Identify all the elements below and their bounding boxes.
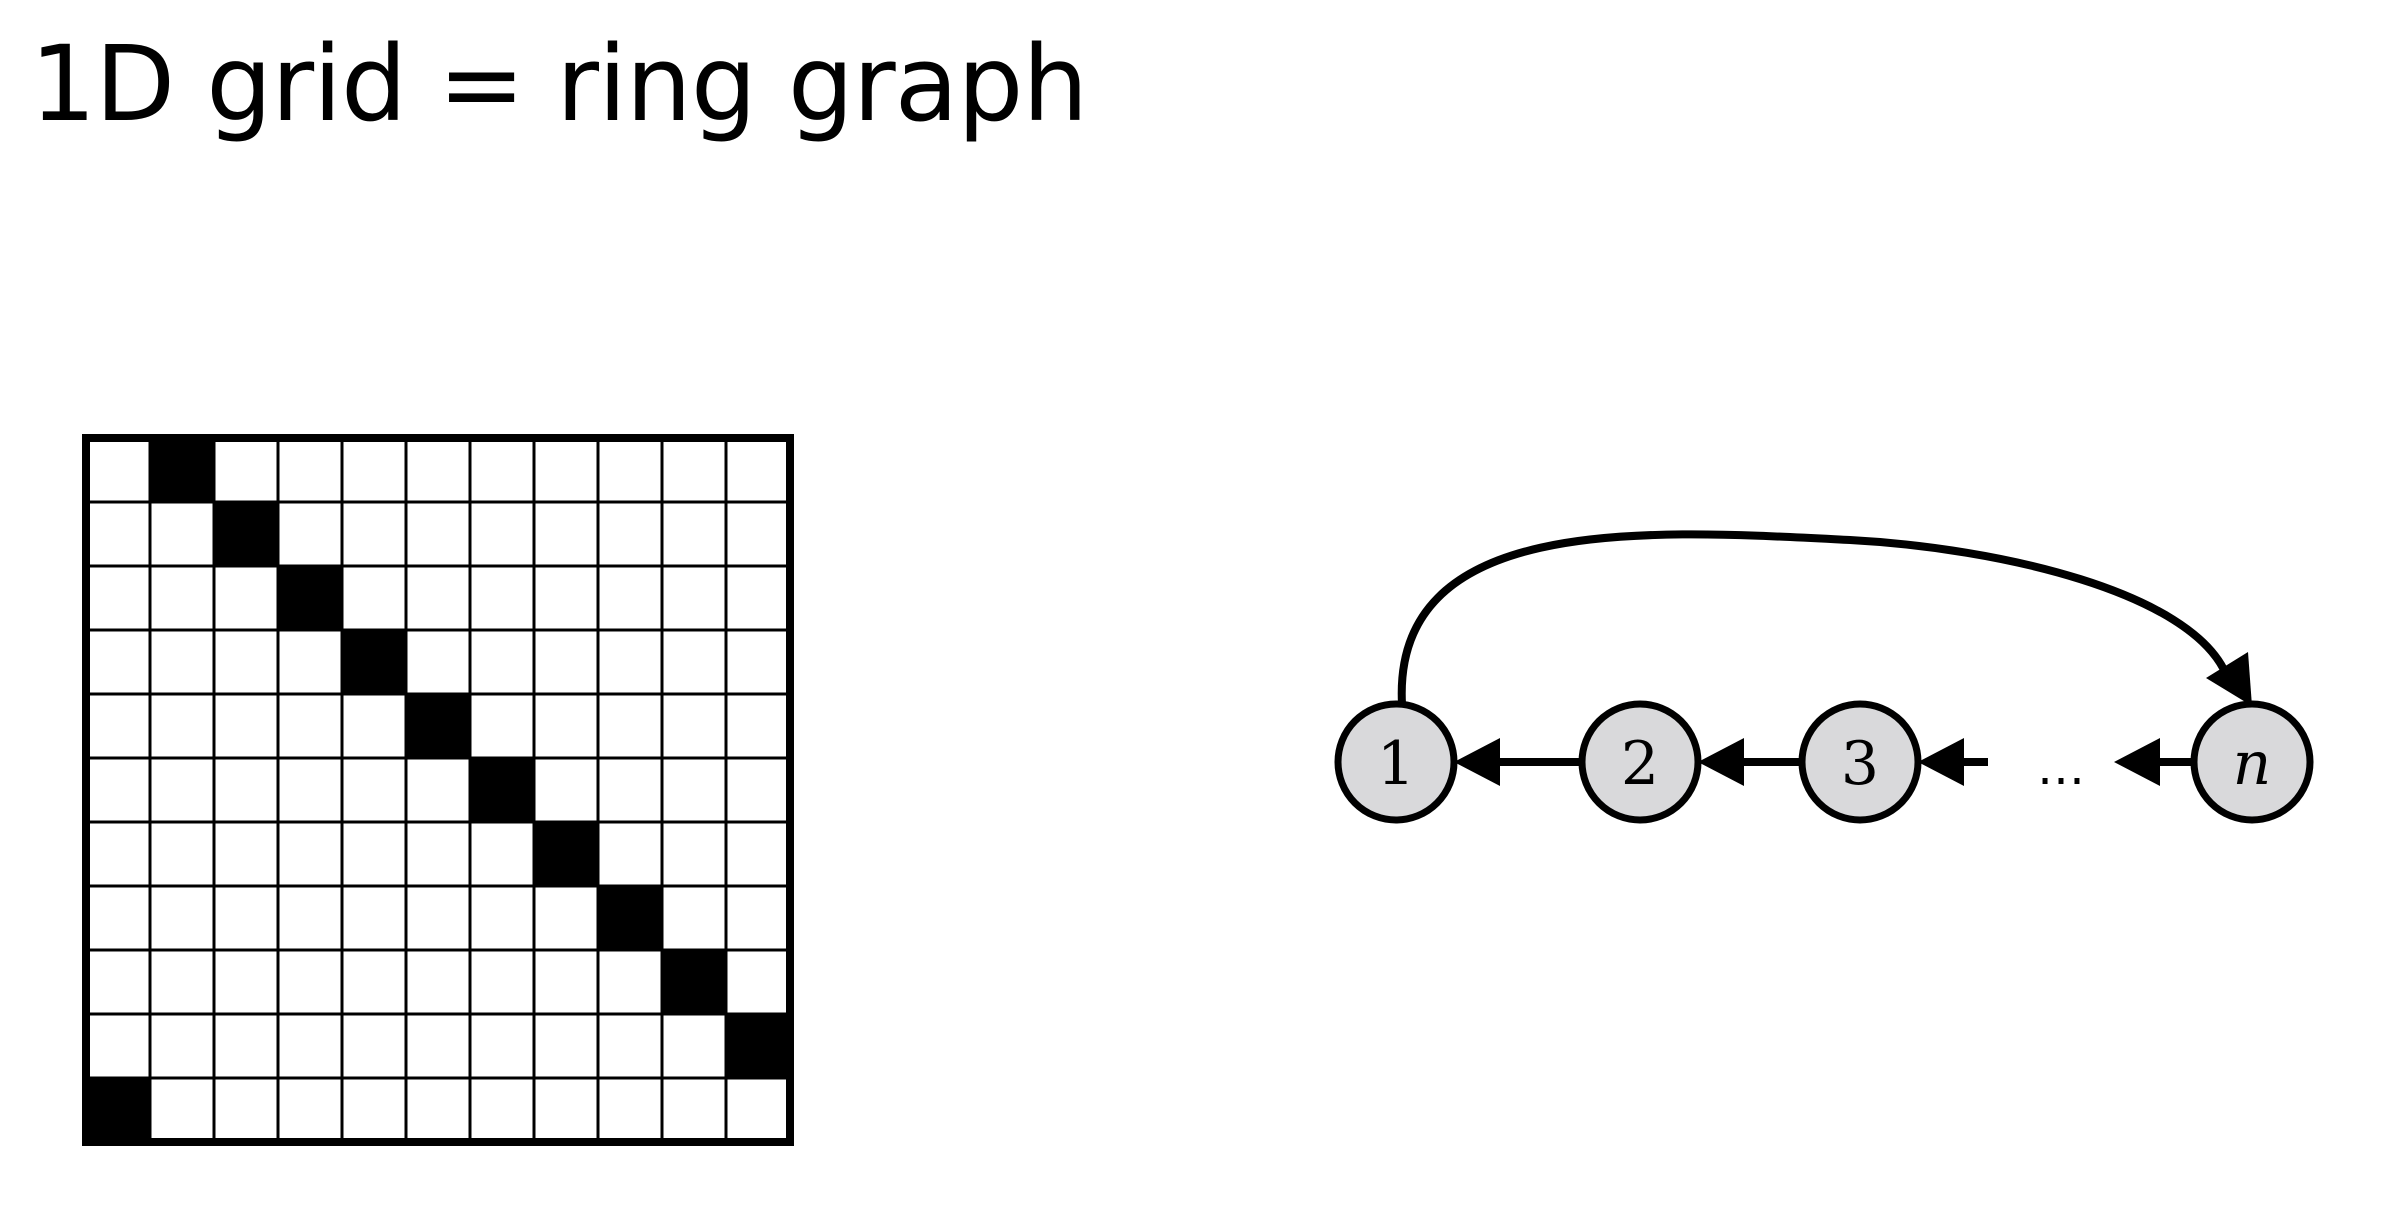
matrix-cell — [532, 948, 600, 1016]
graph-node-1: 1 — [1334, 700, 1458, 824]
matrix-cell — [660, 500, 728, 568]
matrix-cell — [212, 564, 280, 632]
matrix-cell — [660, 1012, 728, 1080]
matrix-cell — [148, 884, 216, 952]
matrix-cell — [84, 436, 152, 504]
matrix-cell — [276, 692, 344, 760]
matrix-cell — [148, 1012, 216, 1080]
node-circle — [1578, 700, 1702, 824]
slide-title: 1D grid = ring graph — [30, 23, 1088, 145]
matrix-cell — [596, 1012, 664, 1080]
matrix-cell — [724, 948, 792, 1016]
matrix-cell — [340, 500, 408, 568]
matrix-cell — [660, 628, 728, 696]
matrix-cell — [596, 756, 664, 824]
matrix-cell — [212, 436, 280, 504]
matrix-cell-filled — [404, 692, 472, 760]
node-circle — [1334, 700, 1458, 824]
matrix-cell-filled — [596, 884, 664, 952]
matrix-cell — [404, 500, 472, 568]
matrix-cell — [724, 692, 792, 760]
node-label: 2 — [1621, 729, 1659, 799]
edge-arrowhead — [2114, 738, 2160, 786]
node-circle — [1798, 700, 1922, 824]
graph-edges: … — [1397, 530, 2252, 796]
edge-curve — [1397, 530, 2230, 705]
matrix-cell — [404, 628, 472, 696]
adjacency-matrix — [82, 434, 794, 1146]
matrix-cell — [660, 756, 728, 824]
graph-node-2: 2 — [1578, 700, 1702, 824]
matrix-cells — [84, 436, 792, 1144]
graph-node-3: 3 — [1798, 700, 1922, 824]
matrix-cell — [404, 820, 472, 888]
matrix-cell — [340, 756, 408, 824]
node-label: 3 — [1841, 729, 1879, 799]
matrix-cell — [276, 756, 344, 824]
matrix-cell — [212, 756, 280, 824]
node-label: n — [2233, 729, 2272, 799]
matrix-cell — [468, 820, 536, 888]
matrix-cell — [212, 884, 280, 952]
matrix-cell — [532, 884, 600, 952]
matrix-cell — [276, 500, 344, 568]
matrix-cell — [276, 1012, 344, 1080]
edge-arrowhead — [1698, 738, 1744, 786]
matrix-cell — [340, 948, 408, 1016]
matrix-cell — [660, 692, 728, 760]
matrix-cell — [660, 820, 728, 888]
matrix-cell — [84, 756, 152, 824]
matrix-cell — [276, 948, 344, 1016]
matrix-border — [82, 434, 794, 1146]
matrix-cell — [724, 628, 792, 696]
node-circle — [2190, 700, 2314, 824]
matrix-cell-filled — [660, 948, 728, 1016]
matrix-cell — [724, 1076, 792, 1144]
graph-node-n: n — [2190, 700, 2314, 824]
matrix-cell — [532, 628, 600, 696]
matrix-cell-filled — [276, 564, 344, 632]
matrix-cell-filled — [212, 500, 280, 568]
node-label: 1 — [1377, 729, 1415, 799]
matrix-cell — [532, 756, 600, 824]
edge-arrowhead — [1454, 738, 1500, 786]
edge-arrowhead — [1918, 738, 1964, 786]
graph-nodes: 1 2 3 n — [1334, 700, 2314, 824]
matrix-cell — [468, 500, 536, 568]
graph-ellipsis: … — [2037, 740, 2085, 796]
edge-arrowhead — [2206, 652, 2252, 706]
matrix-cell — [532, 500, 600, 568]
